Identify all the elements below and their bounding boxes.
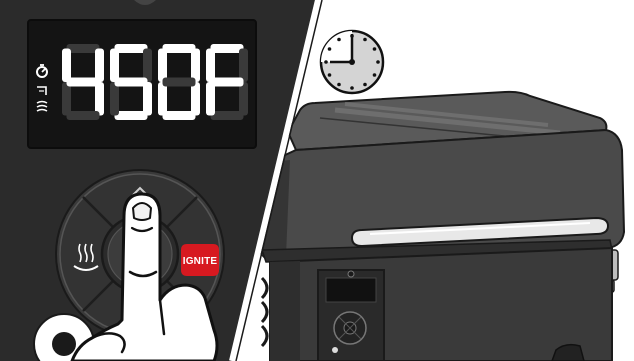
segment-1-a: [67, 44, 100, 53]
segment-4-c: [239, 82, 248, 116]
segment-2-d: [115, 111, 148, 120]
segment-4-f: [206, 49, 215, 83]
ignite-label: IGNITE: [183, 256, 218, 267]
segment-2-b: [143, 49, 152, 83]
clock-icon: [321, 31, 383, 93]
segment-1-c: [95, 82, 104, 116]
ignite-button[interactable]: IGNITE: [181, 244, 219, 276]
segment-4-g: [211, 78, 244, 87]
segment-1-b: [95, 49, 104, 83]
segment-4-b: [239, 49, 248, 83]
segment-2-a: [115, 44, 148, 53]
segment-1-f: [62, 49, 71, 83]
segment-3-d: [163, 111, 196, 120]
segment-1-e: [62, 82, 71, 116]
grill-controller: [318, 270, 384, 361]
pellet-grill: [258, 92, 624, 361]
segment-3-g: [163, 78, 196, 87]
segment-4-a: [211, 44, 244, 53]
segment-3-f: [158, 49, 167, 83]
segment-3-b: [191, 49, 200, 83]
segment-4-d: [211, 111, 244, 120]
segment-1-g: [67, 78, 100, 87]
temperature-display: 450 F: [0, 0, 256, 148]
segment-3-e: [158, 82, 167, 116]
segment-3-a: [163, 44, 196, 53]
segment-2-c: [143, 82, 152, 116]
segment-4-e: [206, 82, 215, 116]
segment-2-f: [110, 49, 119, 83]
segment-2-g: [115, 78, 148, 87]
side-vents: [262, 278, 267, 346]
segment-2-e: [110, 82, 119, 116]
segment-3-c: [191, 82, 200, 116]
segment-1-d: [67, 111, 100, 120]
